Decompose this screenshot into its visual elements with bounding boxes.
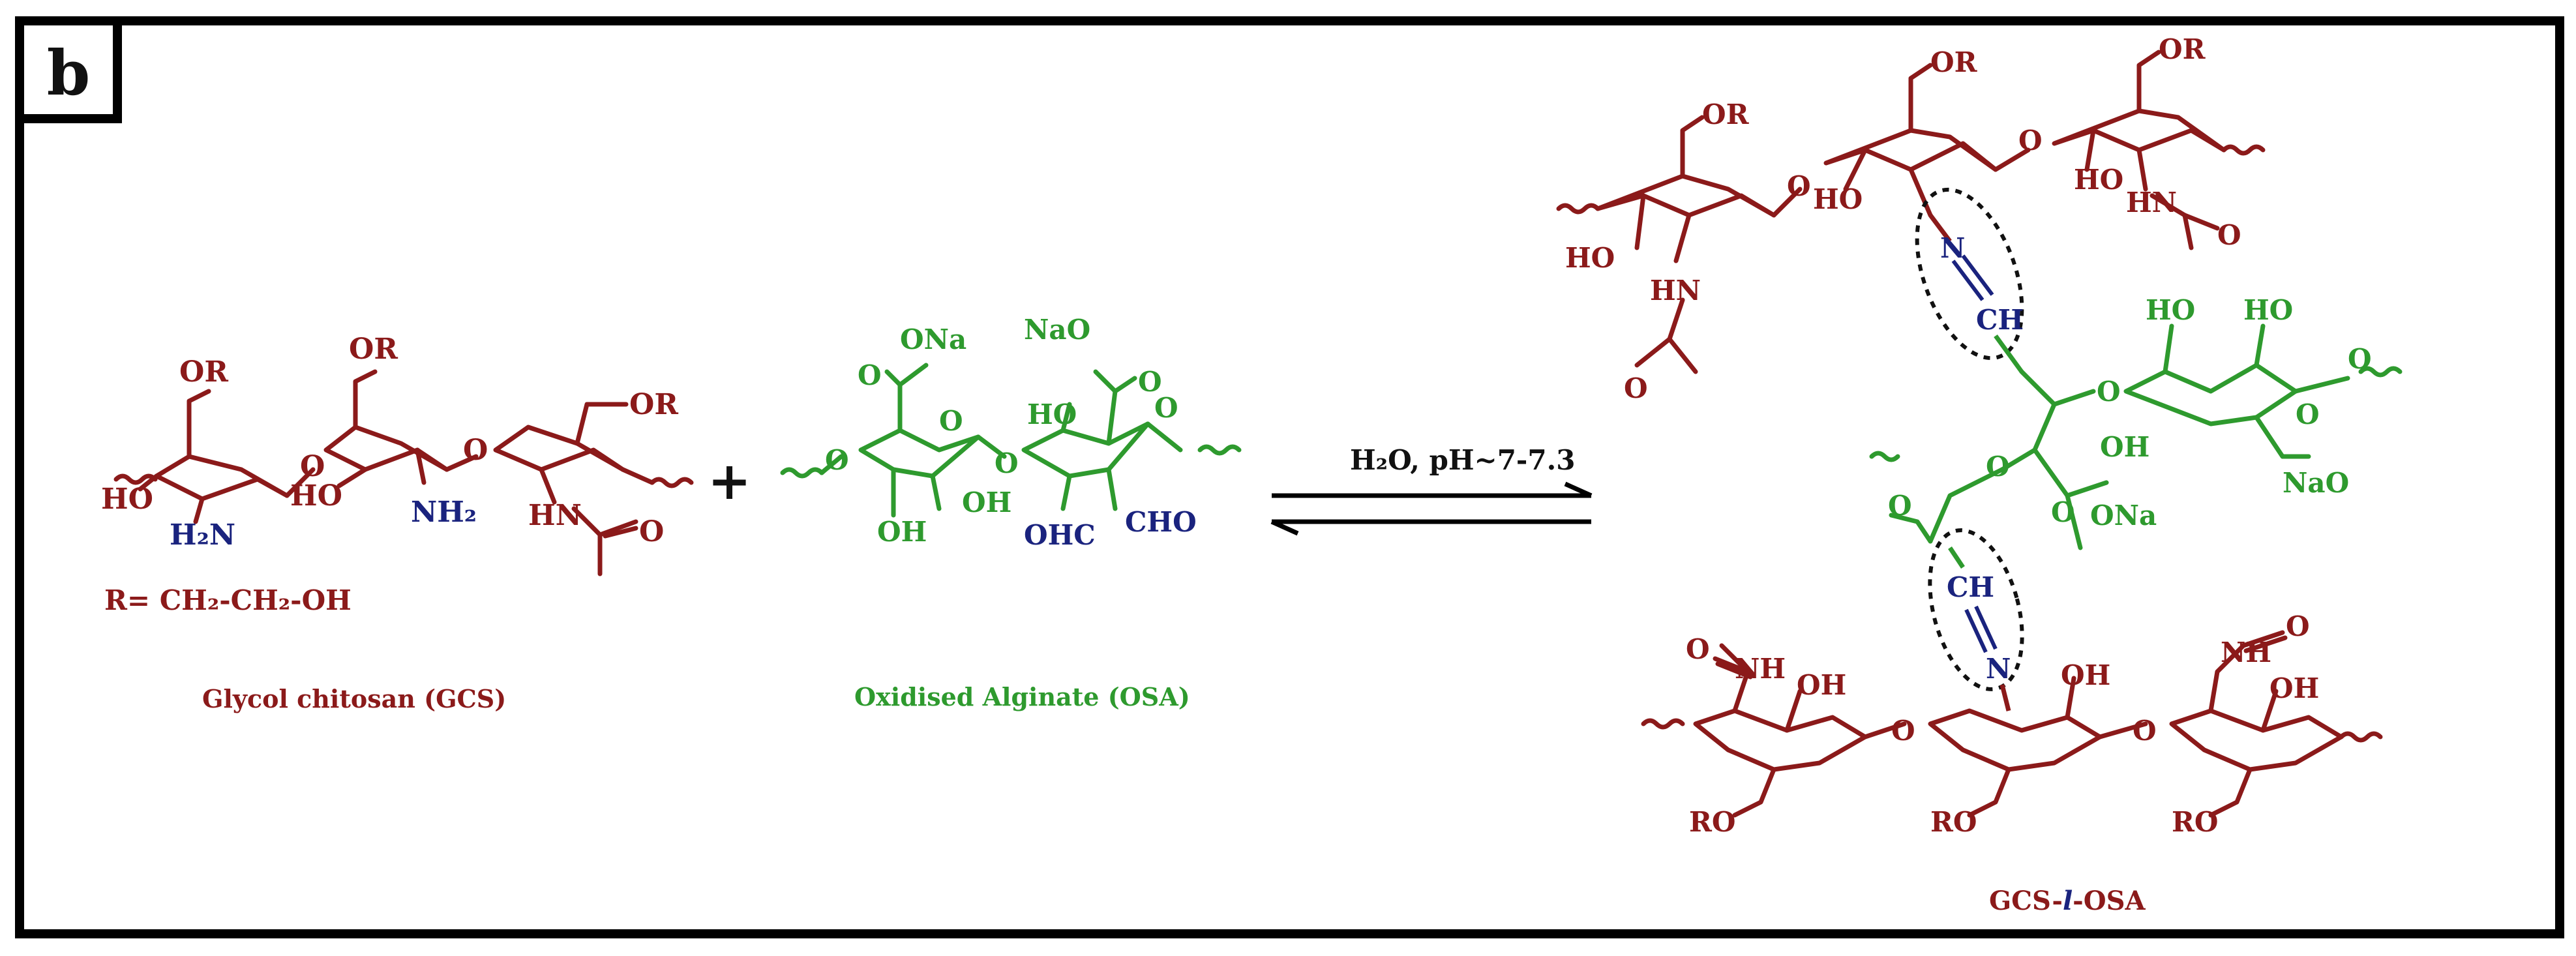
bottom-ro-3: RO	[2172, 806, 2219, 838]
alg-ho-2: HO	[2243, 294, 2293, 326]
bottom-ro-1: RO	[1689, 806, 1736, 838]
osa-oh-1: OH	[877, 516, 927, 548]
osa-o-carb-1: O	[858, 359, 882, 391]
bottom-oh-1: OH	[1797, 669, 1846, 701]
figure-frame	[15, 16, 2564, 938]
gcs-or-3: OR	[629, 388, 678, 421]
osa-o-ring-2: O	[1154, 392, 1178, 424]
equilibrium-arrows	[1270, 481, 1593, 536]
top-hn-2: HN	[2126, 187, 2177, 218]
gcs-nh2-b: NH₂	[411, 496, 477, 529]
top-o-link-2: O	[2018, 125, 2043, 157]
gcs-ho-1: HO	[101, 483, 153, 516]
alg-o-6: O	[1888, 490, 1912, 522]
top-ho-1: HO	[1565, 242, 1615, 274]
alg-ho-1: HO	[2146, 294, 2195, 326]
alg-nao: NaO	[2283, 467, 2349, 499]
product-alginate-labels: HO HO OH O O O O O O ONa NaO	[1888, 294, 2372, 531]
imine-top: N CH	[1915, 187, 2024, 374]
top-or-3: OR	[2159, 33, 2206, 65]
osa-caption: Oxidised Alginate (OSA)	[854, 682, 1190, 711]
top-or-2: OR	[1930, 46, 1978, 78]
imine-top-n: N	[1940, 232, 1965, 264]
imine-bottom-highlight	[1928, 528, 2024, 691]
alg-o-2: O	[2348, 343, 2372, 375]
bottom-oh-3: OH	[2269, 672, 2319, 704]
bottom-o-1: O	[1686, 633, 1710, 665]
bottom-o-link-1: O	[1891, 715, 1915, 747]
alg-o-3: O	[2296, 398, 2320, 430]
reaction-conditions: H₂O, pH~7-7.3	[1350, 444, 1575, 476]
osa-cho-2: CHO	[1125, 506, 1197, 538]
osa-o-ring-1: O	[939, 405, 963, 437]
top-or-1: OR	[1702, 98, 1750, 130]
gcs-o-link-2: O	[463, 434, 488, 467]
osa-cho-1: OHC	[1024, 519, 1096, 551]
product-caption-suffix: -OSA	[2073, 886, 2146, 916]
gcs-ho-2: HO	[290, 479, 342, 513]
imine-bottom-n: N	[1986, 653, 2011, 685]
osa-nao: NaO	[1024, 314, 1090, 346]
product-top-chitosan	[1556, 50, 2266, 374]
alg-o-1: O	[2097, 376, 2121, 408]
osa-labels: ONa NaO O O O O O O HO OH OH OHC CHO	[825, 314, 1197, 551]
top-hn-1: HN	[1650, 275, 1701, 306]
osa-o-carb-2: O	[1138, 366, 1162, 398]
product-caption-prefix: GCS-	[1989, 886, 2063, 916]
top-o-2: O	[2217, 219, 2241, 251]
osa-o-link-2: O	[995, 447, 1019, 479]
bottom-nh-1: NH	[1735, 653, 1786, 685]
forward-arrow	[1272, 481, 1593, 498]
gcs-labels: OR OR OR HO HO H₂N NH₂ HN O O O	[101, 333, 678, 552]
osa-o-link-1: O	[825, 444, 849, 476]
gcs-or-1: OR	[179, 355, 228, 389]
osa-structure	[780, 363, 1242, 518]
alg-o-5: O	[2051, 496, 2075, 528]
panel-label-box	[15, 16, 122, 123]
bottom-nh-2: NH	[2221, 636, 2271, 668]
imine-bottom: CH N	[1928, 528, 2024, 711]
product-caption: GCS-l-OSA	[1989, 886, 2146, 916]
gcs-caption: Glycol chitosan (GCS)	[202, 684, 506, 713]
product-bottom-chitosan	[1641, 630, 2383, 818]
gcs-or-2: OR	[349, 333, 398, 366]
gcs-hn: HN	[528, 499, 582, 532]
osa-ona: ONa	[900, 323, 966, 355]
gcs-o-link-1: O	[300, 450, 325, 483]
alg-o-4: O	[1986, 451, 2010, 483]
osa-ho: HO	[1027, 398, 1077, 430]
top-ho-2: HO	[1813, 183, 1863, 215]
imine-top-ch: CH	[1976, 304, 2024, 336]
panel-label: b	[47, 37, 90, 110]
top-ho-3: HO	[2074, 164, 2123, 196]
bottom-oh-2: OH	[2061, 659, 2110, 691]
imine-bottom-ch: CH	[1947, 571, 1994, 603]
reverse-arrow	[1270, 519, 1591, 536]
product-bottom-labels: NH NH O O OH OH OH O O RO RO RO	[1686, 610, 2319, 838]
bottom-o-2: O	[2286, 610, 2310, 642]
osa-oh-2: OH	[962, 486, 1011, 518]
product-caption-italic: l	[2063, 886, 2073, 916]
gcs-structure	[113, 369, 694, 576]
product-top-labels: OR OR OR HO HO HO HN HN O O O O	[1565, 33, 2241, 404]
gcs-carbonyl-o: O	[639, 515, 664, 548]
gcs-r-definition: R= CH₂-CH₂-OH	[104, 584, 352, 616]
alg-oh-1: OH	[2100, 431, 2149, 463]
gcs-nh2-a: H₂N	[170, 518, 235, 552]
imine-top-highlight	[1915, 187, 2024, 361]
top-o-1: O	[1624, 372, 1648, 404]
top-o-link-1: O	[1787, 170, 1811, 202]
plus-sign: +	[708, 450, 751, 511]
alg-ona: ONa	[2090, 500, 2157, 531]
bottom-ro-2: RO	[1930, 806, 1977, 838]
bottom-o-link-2: O	[2133, 715, 2157, 747]
product-alginate	[1869, 323, 2403, 550]
